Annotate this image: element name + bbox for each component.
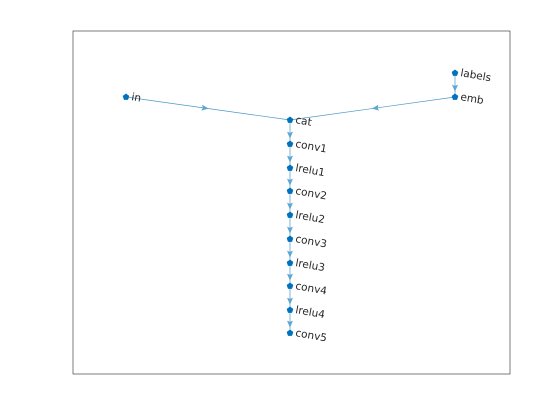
node-labels	[451, 69, 459, 76]
node-lrelu4	[286, 306, 294, 313]
labels-layer: in labels emb cat conv1 lrelu1 conv2 lrelu2 conv…	[130, 67, 491, 344]
edges-layer	[125, 73, 458, 333]
node-label-conv1: conv1	[294, 138, 327, 155]
node-label-lrelu2: lrelu2	[294, 209, 325, 226]
node-label-lrelu1: lrelu1	[294, 162, 325, 179]
node-conv2	[286, 187, 294, 194]
node-lrelu1	[286, 164, 294, 171]
node-cat	[286, 116, 294, 123]
node-label-in: in	[130, 91, 142, 104]
edge-arrow-conv2-lrelu2	[287, 202, 293, 210]
edge-arrow-lrelu4-conv5	[287, 320, 293, 328]
nodes-layer	[122, 69, 459, 336]
edge-arrow-cat-conv1	[287, 131, 293, 139]
node-in	[122, 93, 130, 100]
node-label-conv5: conv5	[294, 327, 327, 344]
edge-arrow-lrelu3-conv4	[287, 273, 293, 281]
node-label-conv4: conv4	[294, 280, 328, 297]
node-label-lrelu4: lrelu4	[294, 304, 326, 321]
edge-arrow-conv4-lrelu4	[287, 297, 293, 305]
edge-arrow-conv1-lrelu1	[287, 155, 293, 163]
edge-arrow-lrelu2-conv3	[287, 226, 293, 234]
node-emb	[451, 93, 459, 100]
node-label-emb: emb	[459, 91, 484, 107]
edge-arrow-in-cat	[201, 104, 209, 111]
node-label-labels: labels	[459, 67, 491, 84]
axes-box	[72, 30, 511, 375]
node-conv5	[286, 329, 294, 336]
node-label-conv3: conv3	[294, 233, 327, 250]
node-label-conv2: conv2	[294, 185, 327, 202]
node-conv1	[286, 140, 294, 147]
node-conv4	[286, 282, 294, 289]
node-label-lrelu3: lrelu3	[294, 257, 325, 274]
node-conv3	[286, 235, 294, 242]
edge-arrow-emb-cat	[372, 104, 380, 111]
edge-arrow-lrelu1-conv2	[287, 178, 293, 186]
edge-arrow-labels-emb	[452, 84, 458, 92]
edge-arrow-conv3-lrelu3	[287, 250, 293, 258]
node-lrelu2	[286, 211, 294, 218]
node-label-cat: cat	[294, 114, 312, 129]
node-lrelu3	[286, 259, 294, 266]
